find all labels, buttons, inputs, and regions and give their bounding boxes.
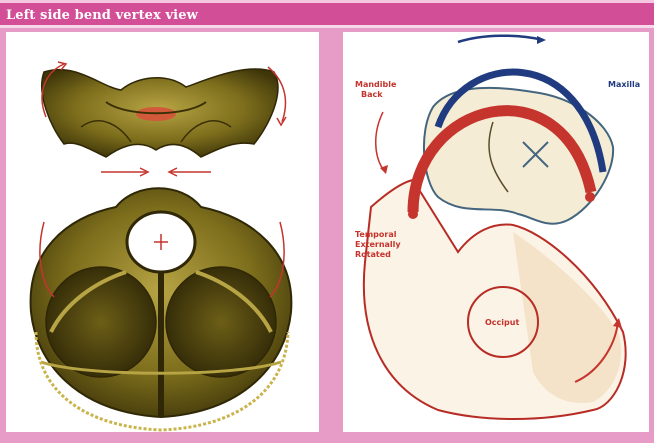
label-back: Back [361, 90, 383, 99]
skull-base-illustration [6, 32, 319, 432]
label-rotated: Rotated [355, 250, 391, 259]
label-temporal: Temporal [355, 230, 397, 239]
label-mandible: Mandible [355, 80, 397, 89]
occipital-bone [31, 188, 292, 430]
page-title: Left side bend vertex view [6, 9, 198, 23]
sphenoid-bone [42, 69, 278, 157]
rotation-diagram: Mandible Back Maxilla Temporal Externall… [343, 32, 649, 432]
label-externally: Externally [355, 240, 401, 249]
title-bar: Left side bend vertex view [0, 0, 654, 28]
label-occiput: Occiput [485, 318, 519, 327]
label-maxilla: Maxilla [608, 80, 640, 89]
skull-base-svg [6, 32, 319, 432]
rotation-diagram-svg: Mandible Back Maxilla Temporal Externall… [343, 32, 649, 432]
